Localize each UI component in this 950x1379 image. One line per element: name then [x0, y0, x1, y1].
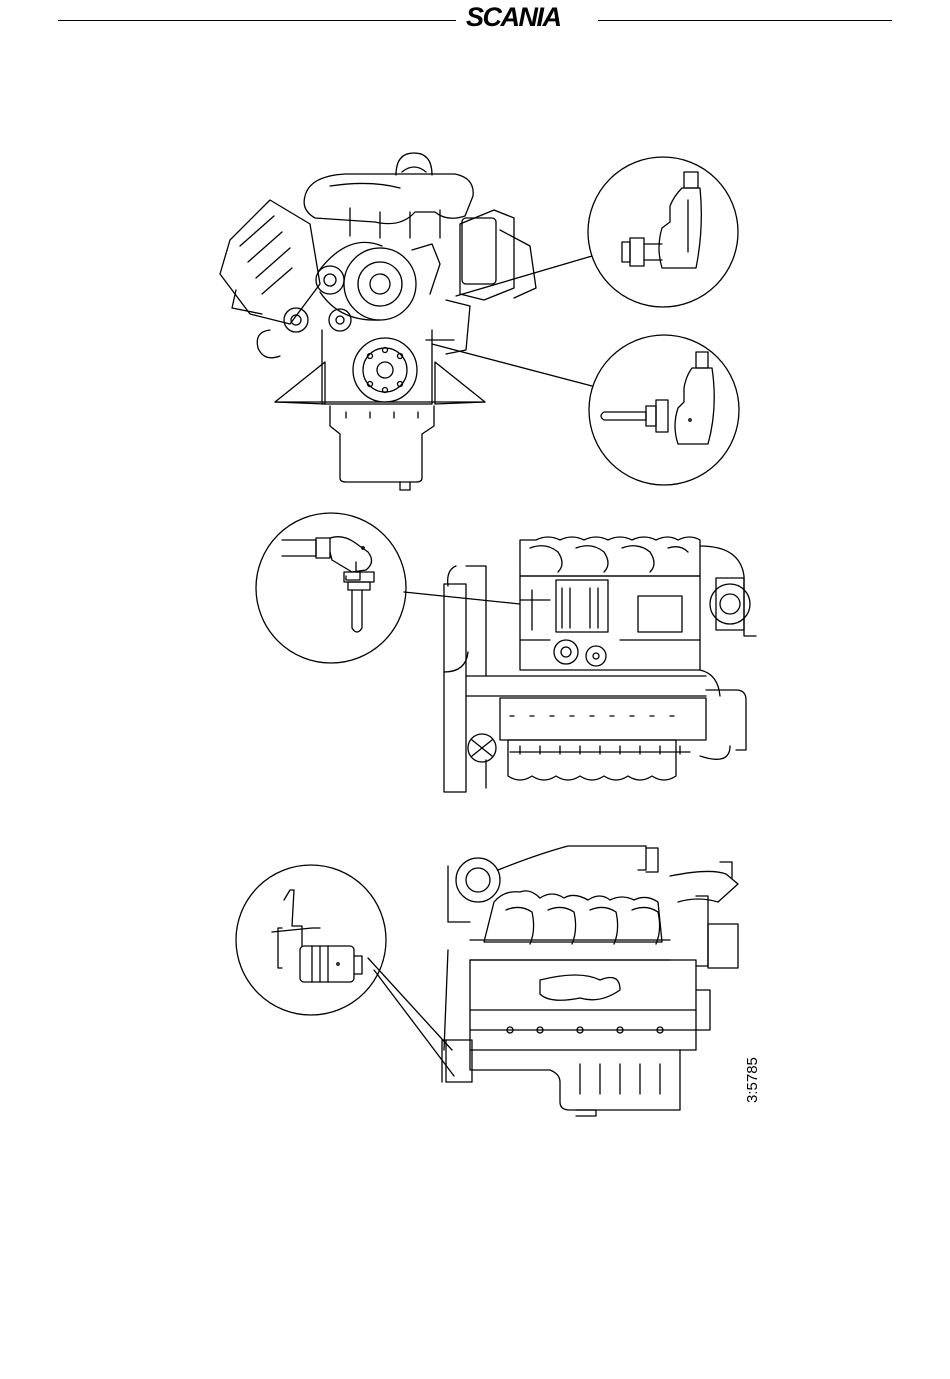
temperature-sensor-icon	[601, 352, 714, 444]
leader-line-5	[374, 970, 454, 1076]
sensor-detail-top-probe	[256, 513, 406, 663]
leader-line-3	[404, 592, 520, 604]
leader-line-1	[456, 256, 592, 296]
sensor-detail-probe	[589, 335, 739, 485]
engine-side-icon	[442, 846, 738, 1116]
engine-front-icon	[220, 153, 536, 490]
figure-reference-number: 3:5785	[744, 1057, 761, 1103]
sensor-detail-speed-sensor	[236, 865, 386, 1015]
leader-line-2	[432, 344, 592, 386]
temperature-sensor-icon	[282, 537, 374, 632]
engine-top-icon	[444, 537, 756, 792]
sensor-connector-icon	[622, 172, 701, 268]
leader-line-4	[368, 958, 452, 1050]
speed-sensor-icon	[272, 890, 362, 982]
sensor-detail-angled-connector	[588, 157, 738, 307]
